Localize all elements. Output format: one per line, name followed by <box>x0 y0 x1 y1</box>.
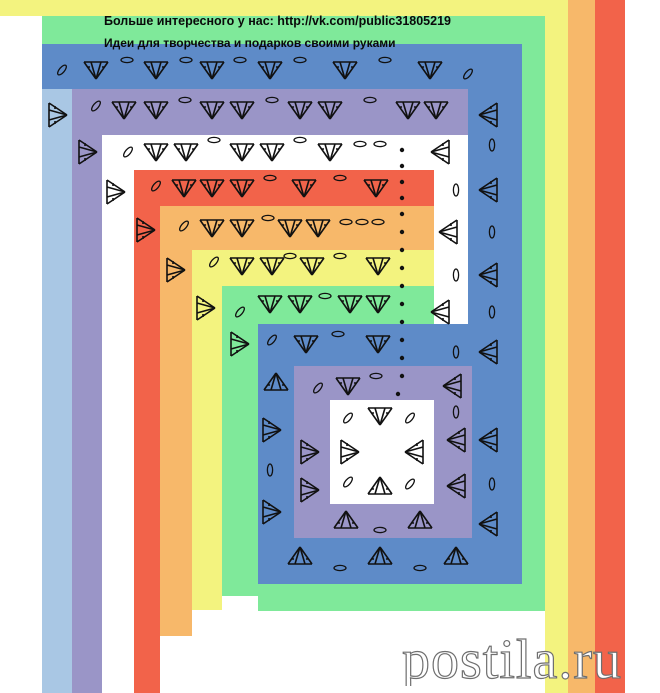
band-green-bottom <box>258 584 522 611</box>
band-purple-outer <box>72 89 468 135</box>
stitch-symbols <box>48 56 498 572</box>
band-blue-outer <box>42 44 522 89</box>
band-orange-outer <box>568 0 595 693</box>
band-orange-left <box>160 206 192 636</box>
band-purple-left <box>72 89 102 693</box>
header-subtitle: Идеи для творчества и подарков своими ру… <box>104 36 396 50</box>
band-lightblue-left <box>42 89 72 693</box>
band-white-right <box>434 135 468 170</box>
band-green-right <box>522 16 545 611</box>
band-red-left <box>134 170 160 693</box>
watermark-text: postila.ru <box>402 630 622 686</box>
band-yellow-outer <box>545 16 568 693</box>
band-red-outer <box>595 0 625 693</box>
band-yellow-inner <box>192 250 434 286</box>
header-link-text: Больше интересного у нас: http://vk.com/… <box>104 14 451 28</box>
band-green-left <box>222 286 258 596</box>
slip-stitch-chain <box>395 147 405 397</box>
band-yellow-top <box>0 0 568 16</box>
postila-watermark: postila.ru <box>401 630 622 686</box>
band-white-left <box>102 135 134 693</box>
band-white-top <box>102 135 468 170</box>
color-bands <box>0 0 625 693</box>
band-green-outer <box>42 16 545 44</box>
band-red-inner <box>134 170 434 206</box>
